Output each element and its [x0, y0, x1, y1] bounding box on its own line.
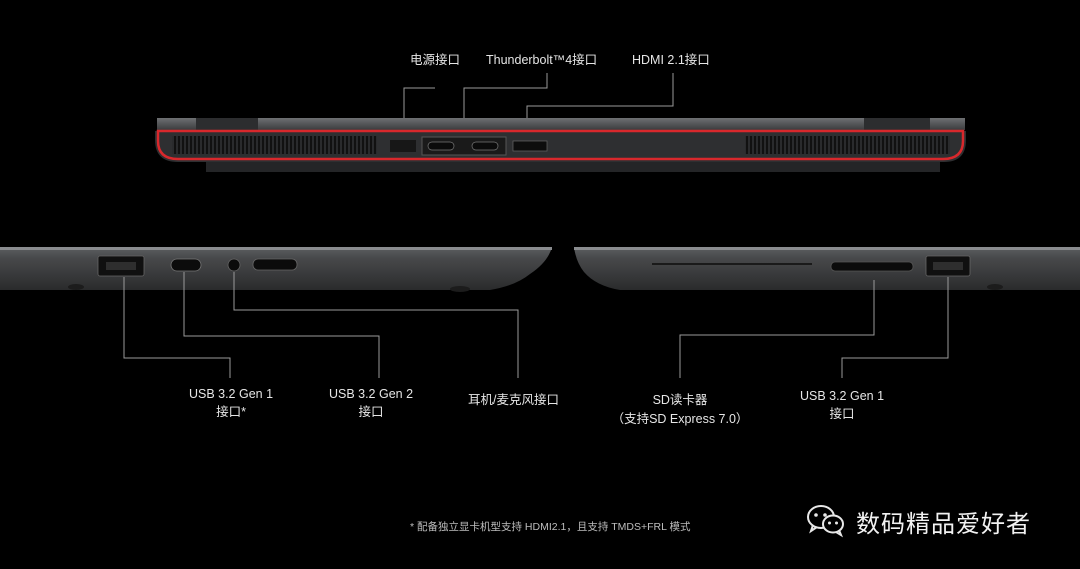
label-audio-jack: 耳机/麦克风接口 [468, 393, 559, 407]
label-sd-reader: SD读卡器 （支持SD Express 7.0） [600, 389, 760, 427]
left-side-view-laptop [0, 247, 552, 292]
label-hdmi-port: HDMI 2.1接口 [632, 53, 710, 67]
wechat-icon [807, 505, 844, 538]
label-usb-gen1-right: USB 3.2 Gen 1 接口 [792, 389, 892, 422]
label-power-port: 电源接口 [410, 53, 461, 67]
label-sd-reader-line1: SD读卡器 [652, 393, 708, 407]
label-usb-gen2: USB 3.2 Gen 2 接口 [322, 387, 420, 420]
callout-lines [123, 73, 949, 378]
label-usb-gen1-right-line2: 接口 [829, 407, 855, 421]
label-usb-gen1-left-line1: USB 3.2 Gen 1 [188, 387, 274, 401]
label-usb-gen1-right-line1: USB 3.2 Gen 1 [799, 389, 885, 403]
label-usb-gen2-line2: 接口 [358, 405, 384, 419]
label-thunderbolt-port: Thunderbolt™4接口 [486, 53, 598, 67]
right-side-view-laptop [574, 247, 1080, 290]
label-usb-gen1-left-line2: 接口* [216, 405, 246, 419]
label-sd-reader-line2: （支持SD Express 7.0） [611, 412, 749, 426]
footnote: * 配备独立显卡机型支持 HDMI2.1，且支持 TMDS+FRL 模式 [410, 521, 691, 533]
brand-watermark: 数码精品爱好者 [806, 504, 1031, 538]
label-usb-gen2-line1: USB 3.2 Gen 2 [328, 387, 414, 401]
brand-name: 数码精品爱好者 [856, 510, 1031, 538]
rear-view-laptop [155, 118, 966, 172]
label-usb-gen1-left: USB 3.2 Gen 1 接口* [182, 387, 280, 420]
